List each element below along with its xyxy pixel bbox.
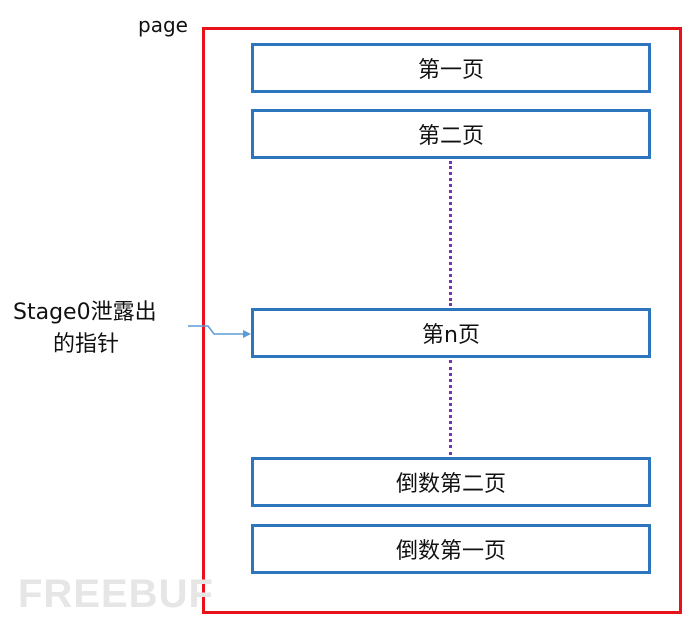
watermark-logo: FREEBUF (18, 572, 214, 617)
page-box-first: 第一页 (251, 43, 651, 93)
page-box-label: 第一页 (417, 58, 484, 83)
page-box-nth: 第n页 (251, 308, 651, 358)
page-box-label: 倒数第二页 (395, 472, 506, 497)
leaked-pointer-note-line2: 的指针 (53, 332, 120, 357)
page-label: page (138, 13, 188, 37)
watermark-text: FREEBUF (18, 572, 214, 616)
page-box-second: 第二页 (251, 109, 651, 159)
ellipsis-connector (449, 360, 452, 455)
leaked-pointer-note: Stage0泄露出 的指针 (13, 297, 157, 361)
page-box-second-last: 倒数第二页 (251, 457, 651, 507)
page-frame (202, 27, 682, 614)
page-box-last: 倒数第一页 (251, 524, 651, 574)
page-box-label: 第二页 (417, 124, 484, 149)
page-box-label: 倒数第一页 (395, 539, 506, 564)
leaked-pointer-note-line1: Stage0泄露出 (13, 300, 157, 325)
ellipsis-connector (449, 161, 452, 306)
page-box-label: 第n页 (422, 323, 480, 348)
